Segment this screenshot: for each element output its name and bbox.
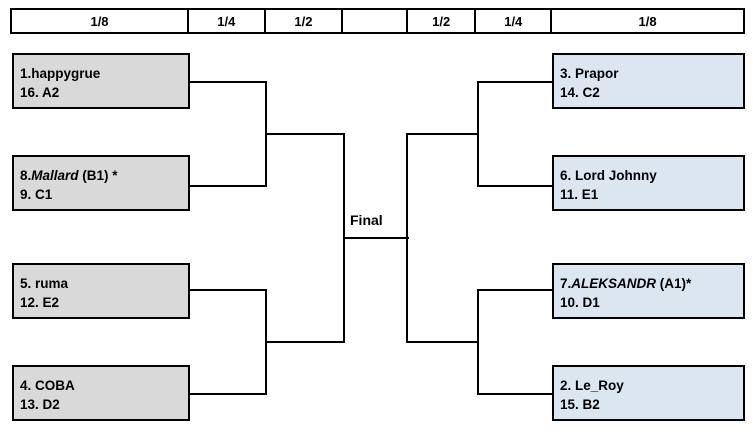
slot-text: 14. C2: [560, 85, 600, 100]
match-right-1-bottom-slot: 14. C2: [560, 85, 743, 100]
match-right-3[interactable]: 7.ALEKSANDR (A1)* 10. D1: [552, 263, 745, 319]
match-left-3-top-slot: 5. ruma: [20, 275, 188, 291]
connector-left-qf1-bottom: [190, 185, 267, 187]
match-left-3[interactable]: 5. ruma 12. E2: [12, 263, 190, 319]
match-left-2[interactable]: 8.Mallard (B1) * 9. C1: [12, 155, 190, 211]
match-right-2-bottom-slot: 11. E1: [560, 187, 743, 202]
round-header-cell-left-eighth: 1/8: [12, 10, 190, 32]
match-left-1-bottom-slot: 16. A2: [20, 85, 188, 100]
connector-left-qf2-bottom: [190, 393, 267, 395]
connector-left-qf2-top: [190, 289, 267, 291]
player-suffix: (A1)*: [656, 275, 692, 291]
match-left-4[interactable]: 4. COBA 13. D2: [12, 365, 190, 421]
connector-left-qf1-top: [190, 81, 267, 83]
slot-text: 5. ruma: [20, 275, 69, 291]
player-name: happygrue: [31, 65, 101, 81]
slot-text: 6. Lord Johnny: [560, 167, 657, 183]
match-left-4-top-slot: 4. COBA: [20, 377, 188, 393]
match-right-4[interactable]: 2. Le_Roy 15. B2: [552, 365, 745, 421]
round-header-cell-final: [343, 10, 408, 32]
connector-right-qf1-out: [406, 133, 479, 135]
final-label: Final: [350, 212, 383, 228]
match-right-3-top-slot: 7.ALEKSANDR (A1)*: [560, 275, 743, 291]
slot-text: 4. COBA: [20, 377, 75, 393]
match-right-4-top-slot: 2. Le_Roy: [560, 377, 743, 393]
seed-number: 1.: [20, 65, 32, 81]
match-right-1[interactable]: 3. Prapor 14. C2: [552, 53, 745, 109]
slot-text: 3. Prapor: [560, 65, 619, 81]
round-header-row: 1/8 1/4 1/2 1/2 1/4 1/8: [10, 8, 745, 34]
match-left-1-top-slot: 1.happygrue: [20, 65, 188, 81]
match-left-2-bottom-slot: 9. C1: [20, 187, 188, 202]
round-header-cell-right-eighth: 1/8: [638, 13, 657, 29]
slot-text: 11. E1: [560, 187, 599, 202]
match-left-4-bottom-slot: 13. D2: [20, 397, 188, 412]
connector-left-sf-out: [343, 237, 409, 239]
slot-text: 12. E2: [20, 295, 60, 310]
connector-left-qf1-out: [265, 133, 345, 135]
slot-text: 10. D1: [560, 295, 600, 310]
player-name: Mallard: [31, 167, 79, 183]
slot-text: 2. Le_Roy: [560, 377, 624, 393]
player-name: ALEKSANDR: [571, 275, 657, 291]
slot-text: 13. D2: [20, 397, 60, 412]
round-header-cell-right-quarter: 1/4: [476, 10, 553, 32]
connector-left-qf2-out: [265, 341, 345, 343]
match-right-4-bottom-slot: 15. B2: [560, 397, 743, 412]
match-left-1[interactable]: 1.happygrue 16. A2: [12, 53, 190, 109]
match-left-2-top-slot: 8.Mallard (B1) *: [20, 167, 188, 183]
match-right-2[interactable]: 6. Lord Johnny 11. E1: [552, 155, 745, 211]
connector-right-qf2-bottom: [477, 393, 554, 395]
connector-right-qf1-top: [477, 81, 554, 83]
connector-right-qf2-out: [406, 341, 479, 343]
match-right-3-bottom-slot: 10. D1: [560, 295, 743, 310]
match-left-3-bottom-slot: 12. E2: [20, 295, 188, 310]
connector-right-qf1-bottom: [477, 185, 554, 187]
round-header-cell-left-quarter: 1/4: [189, 10, 266, 32]
slot-text: 9. C1: [20, 187, 53, 202]
round-header-cell-right-half: 1/2: [408, 10, 477, 32]
slot-text: 15. B2: [560, 397, 600, 412]
match-right-1-top-slot: 3. Prapor: [560, 65, 743, 81]
seed-number: 7.: [560, 275, 572, 291]
connector-right-sf-spine: [406, 133, 408, 343]
slot-text: 16. A2: [20, 85, 60, 100]
connector-right-qf2-top: [477, 289, 554, 291]
seed-number: 8.: [20, 167, 32, 183]
match-right-2-top-slot: 6. Lord Johnny: [560, 167, 743, 183]
player-suffix: (B1) *: [78, 167, 118, 183]
round-header-cell-left-half: 1/2: [266, 10, 344, 32]
